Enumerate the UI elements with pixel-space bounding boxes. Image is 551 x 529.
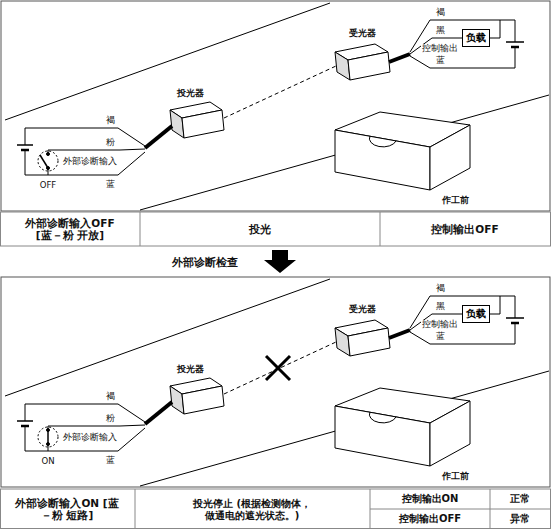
signal-name: 外部诊断输入 (62, 433, 106, 443)
table-cell: 投光 (249, 223, 271, 235)
step-label: 外部诊断检查 (172, 256, 238, 268)
table-rule (135, 489, 136, 529)
wire-color: 褐 (435, 283, 446, 293)
wire-color: 褐 (435, 7, 446, 17)
table-cell: 控制输出OFF (431, 223, 498, 235)
wire-color: 粉 (105, 137, 116, 147)
switch-state: OFF (39, 181, 57, 191)
table-cell: 外部诊断输入ON [蓝－粉 短路] (15, 497, 119, 521)
wire-color: 蓝 (105, 179, 116, 189)
part-name: 受光器 (348, 28, 377, 38)
status-table (1, 489, 551, 529)
table-cell: 投光停止 (根据检测物体，做通电的遮光状态。) (152, 498, 352, 521)
table-cell: 控制输出ON (402, 493, 459, 505)
switch-state: ON (40, 457, 55, 467)
wire-color: 黑 (435, 301, 446, 311)
load-box: 负载 (462, 29, 490, 47)
part-name: 受光器 (348, 304, 377, 314)
signal-name: 控制输出 (421, 320, 459, 330)
table-cell: 正常 (510, 493, 530, 505)
part-name: 投光器 (176, 88, 205, 98)
bottom-scene (1, 277, 550, 487)
wire-color: 蓝 (435, 331, 446, 341)
top-scene (1, 1, 550, 211)
load-label: 负载 (466, 31, 486, 45)
table-rule (370, 509, 551, 510)
signal-name: 控制输出 (421, 44, 459, 54)
table-rule (380, 212, 381, 246)
load-label: 负载 (466, 307, 486, 321)
load-box: 负载 (462, 305, 490, 323)
part-name: 作工前 (441, 472, 470, 482)
table-cell: 外部诊断输入OFF [蓝－粉 开放] (18, 217, 122, 241)
table-cell: 控制输出OFF (399, 513, 461, 525)
wire-color: 褐 (105, 391, 116, 401)
switch-lever-closed (47, 430, 49, 444)
wire-color: 黑 (435, 25, 446, 35)
wire-color: 蓝 (435, 55, 446, 65)
signal-name: 外部诊断输入 (62, 157, 106, 167)
table-rule (140, 212, 141, 246)
down-arrow (264, 250, 296, 273)
switch-lever-open (40, 155, 48, 168)
wire-color: 粉 (105, 413, 116, 423)
table-cell: 异常 (510, 513, 530, 525)
wire-color: 蓝 (105, 455, 116, 465)
wire-color: 褐 (105, 115, 116, 125)
blocked-mark (266, 356, 290, 380)
part-name: 作工前 (441, 196, 470, 206)
status-table (1, 212, 551, 246)
part-name: 投光器 (176, 364, 205, 374)
